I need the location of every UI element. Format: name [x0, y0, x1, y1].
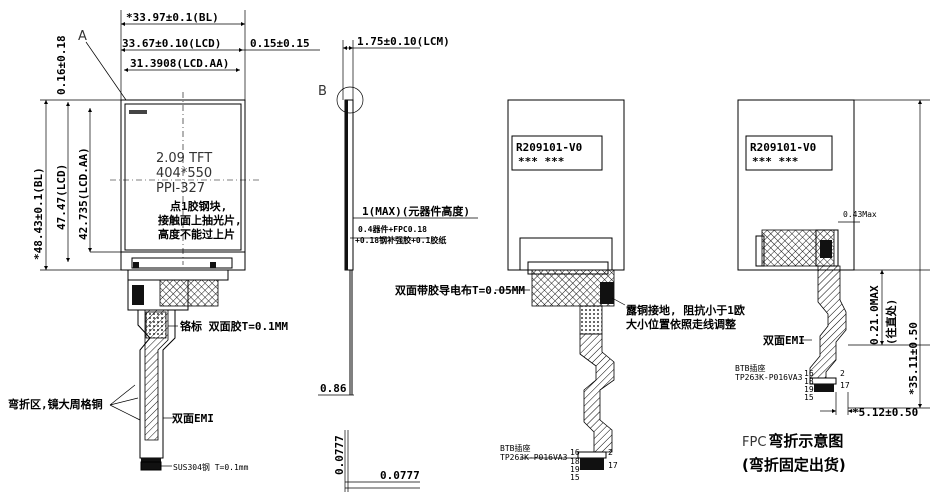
bend-pin-18: 18: [804, 377, 814, 386]
dim-0777-v: 0.0777: [333, 435, 346, 475]
dim-max: 1(MAX)(元器件高度): [362, 204, 470, 218]
note-line-2: 接触面上抽光片,: [158, 213, 242, 227]
bend-pin-19: 19: [804, 385, 814, 394]
dim-086: 0.86: [320, 382, 347, 395]
back-pin-19: 19: [570, 465, 580, 474]
back-stars: *** ***: [518, 155, 564, 168]
label-bend-front: 弯折区,镜大周格铜: [8, 397, 103, 411]
bend-caption-2: (弯折固定出货): [742, 456, 846, 474]
bend-conn-1: BTB插座: [735, 363, 765, 373]
back-ground-2: 大小位置依照走线调整: [626, 317, 736, 331]
bend-emi: 双面EMI: [763, 334, 805, 347]
screen-text-3: PPI-327: [156, 181, 205, 196]
back-conn-2: TP263K-P016VA3: [500, 453, 568, 462]
label-sus-front: SUS304钢 T=0.1mm: [173, 462, 249, 472]
dim-aa-width: 31.3908(LCD.AA): [130, 57, 229, 70]
dim-lcd-height: 47.47(LCD): [55, 164, 68, 230]
bend-dim-021-note: (往直处): [884, 299, 898, 345]
label-a: A: [78, 29, 87, 44]
back-label-tape: 双面带胶导电布T=0.05MM: [395, 283, 525, 297]
screen-text-1: 2.09 TFT: [156, 151, 212, 166]
bend-pin-2: 2: [840, 369, 845, 378]
dim-aa-height: 42.735(LCD.AA): [77, 147, 90, 240]
bend-pin-16: 16: [804, 369, 814, 378]
back-code: R209101-V0: [516, 141, 582, 154]
dim-0777-h: 0.0777: [380, 469, 420, 482]
back-ground-1: 露铜接地, 阻抗小于1欧: [626, 303, 745, 317]
note-a: 0.4器件+FPC0.18: [358, 224, 427, 234]
note-line-1: 点1胶钢块,: [170, 199, 227, 213]
back-pin-15: 15: [570, 473, 580, 482]
back-conn-1: BTB插座: [500, 443, 530, 453]
dim-top-offset: 0.16±0.18: [55, 35, 68, 95]
back-pin-17: 17: [608, 461, 618, 470]
note-b: +0.18钢补强胶+0.1胶纸: [355, 235, 446, 245]
back-pin-2: 2: [608, 448, 613, 457]
side-view: 1.75±0.10(LCM) B 1(MAX)(元器件高度) 0.4器件+FPC…: [318, 35, 478, 492]
screen-text-2: 404*550: [156, 166, 212, 181]
bend-dim-3511: *35.11±0.50: [907, 322, 920, 395]
dim-bl-width: *33.97±0.1(BL): [126, 11, 219, 24]
dim-bl-height: *48.43±0.1(BL): [32, 167, 45, 260]
bend-conn-2: TP263K-P016VA3: [735, 373, 803, 382]
label-b: B: [318, 84, 327, 99]
dim-thickness: 1.75±0.10(LCM): [357, 35, 450, 48]
note-line-3: 高度不能过上片: [158, 227, 235, 241]
bend-pin-17: 17: [840, 381, 850, 390]
back-view: R209101-V0 *** *** 双面带胶导电布T=0.05MM 露铜接地,…: [395, 99, 745, 482]
bend-dim-021: 0.21.0MAX: [868, 285, 881, 345]
bend-code: R209101-V0: [750, 141, 816, 154]
back-pin-16: 16: [570, 448, 580, 457]
front-view: *33.97±0.1(BL) 33.67±0.10(LCD) 0.15±0.15…: [8, 10, 320, 472]
label-emi-front: 双面EMI: [172, 412, 214, 425]
dim-lcd-width: 33.67±0.10(LCD): [122, 37, 221, 50]
bend-view: R209101-V0 *** *** 0.43Max 双面EMI BTB插座 T…: [735, 99, 930, 474]
dim-right-offset: 0.15±0.15: [250, 37, 310, 50]
bend-stars: *** ***: [752, 155, 798, 168]
back-pin-18: 18: [570, 457, 580, 466]
label-tape-front: 铬标 双面胶T=0.1MM: [180, 319, 288, 333]
bend-dim-small: 0.43Max: [843, 210, 877, 219]
bend-pin-15: 15: [804, 393, 814, 402]
bend-dim-512: *5.12±0.50: [852, 406, 918, 419]
